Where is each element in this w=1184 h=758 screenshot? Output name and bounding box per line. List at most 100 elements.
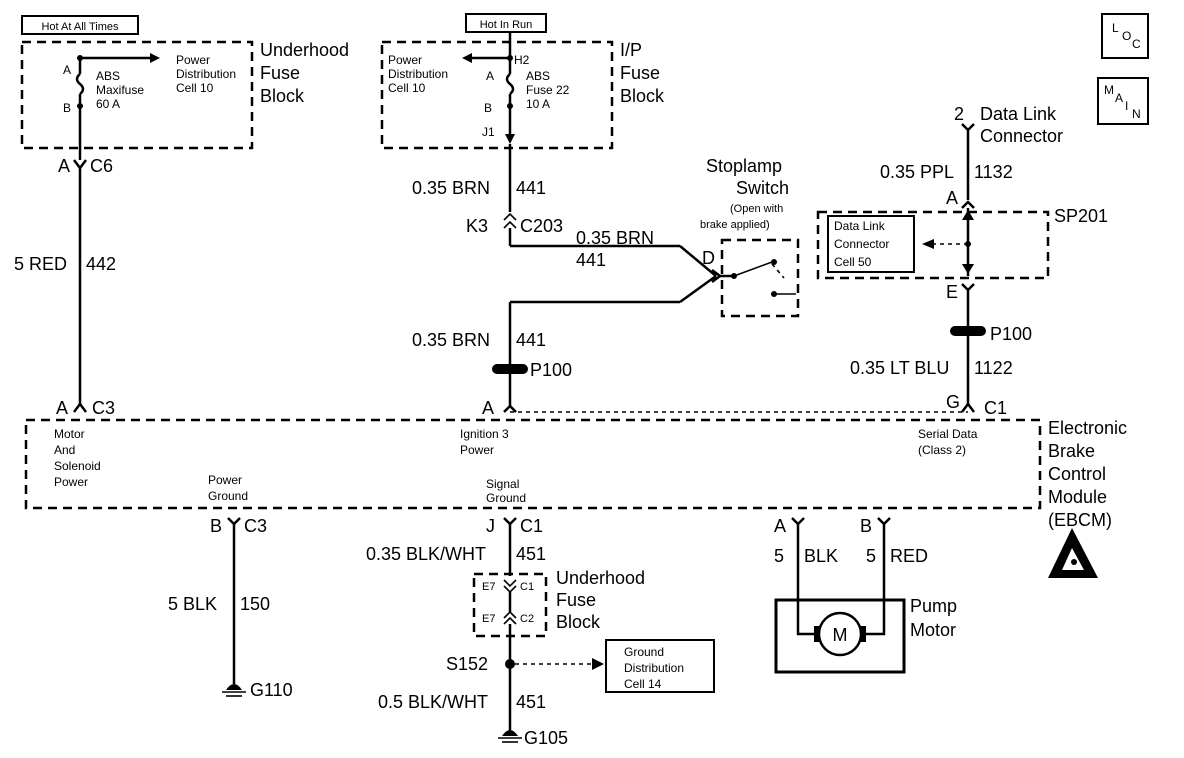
diagram-label: Signal	[486, 477, 519, 491]
diagram-label: A	[63, 63, 71, 77]
connector-icon	[73, 159, 87, 171]
connector-icon	[961, 283, 975, 292]
diagram-label: Power	[460, 443, 494, 457]
diagram-label: 0.35 BRN	[412, 330, 490, 350]
diagram-label: 0.35 BLK/WHT	[366, 544, 486, 564]
diagram-label: (Open with	[730, 203, 783, 215]
diagram-label: 60 A	[96, 97, 120, 111]
diagram-label: Connector	[980, 126, 1063, 146]
diagram-label: Power	[176, 53, 210, 67]
svg-text:O: O	[1122, 29, 1131, 43]
diagram-label: 2	[954, 104, 964, 124]
diagram-label: 0.35 LT BLU	[850, 358, 949, 378]
diagram-label: Distribution	[388, 67, 448, 81]
diagram-label: Switch	[736, 178, 789, 198]
diagram-label: Power	[208, 473, 242, 487]
diagram-label: Distribution	[624, 661, 684, 675]
connector-icon	[961, 200, 975, 209]
diagram-label: 0.35 BRN	[412, 178, 490, 198]
diagram-label: Brake	[1048, 441, 1095, 461]
diagram-label: Power	[54, 475, 88, 489]
diagram-label: G105	[524, 728, 568, 748]
diagram-label: D	[702, 248, 715, 268]
diagram-label: Fuse 22	[526, 83, 570, 97]
connector-icon	[227, 517, 241, 526]
diagram-label: A	[946, 188, 958, 208]
switch-icon	[733, 261, 773, 277]
connector-icon	[73, 401, 87, 413]
diagram-label: Cell 14	[624, 677, 662, 691]
diagram-label: 441	[516, 330, 546, 350]
diagram-label: Ignition 3	[460, 427, 509, 441]
diagram-label: Motor	[54, 427, 85, 441]
diagram-label: C6	[90, 156, 113, 176]
diagram-label: Ground	[486, 491, 526, 505]
pump-motor: A B 5 BLK 5 RED M Pump Motor	[774, 516, 957, 674]
diagram-label: ABS	[96, 69, 120, 83]
diagram-label: Underhood	[556, 568, 645, 588]
ip-fuse-block: I/P Fuse Block H2 A B J1 ABS Fuse 22 10 …	[380, 32, 665, 212]
diagram-label: H2	[514, 53, 530, 67]
connector-icon	[961, 123, 975, 132]
p100-connector-icon	[492, 364, 528, 374]
diagram-label: 0.35 PPL	[880, 162, 954, 182]
hot-at-all-times-badge: Hot At All Times	[21, 15, 139, 35]
ground-icon	[222, 684, 246, 697]
diagram-label: Block	[620, 86, 665, 106]
diagram-label: Hot In Run	[480, 19, 533, 31]
diagram-label: Maxifuse	[96, 83, 144, 97]
svg-text:L: L	[1112, 21, 1119, 35]
diagram-label: 5	[774, 546, 784, 566]
diagram-label: B	[210, 516, 222, 536]
diagram-label: Control	[1048, 464, 1106, 484]
diagram-label: C1	[520, 516, 543, 536]
diagram-label: Hot At All Times	[41, 21, 119, 33]
svg-text:N: N	[1132, 107, 1141, 121]
diagram-label: G	[946, 392, 960, 412]
p100-connector-icon	[950, 326, 986, 336]
diagram-label: Fuse	[260, 63, 300, 83]
diagram-label: S152	[446, 654, 488, 674]
diagram-label: B	[63, 101, 71, 115]
fuse-icon	[505, 73, 515, 95]
stoplamp-switch: Stoplamp Switch (Open with brake applied…	[700, 156, 800, 318]
diagram-label: brake applied)	[700, 219, 770, 231]
ground-icon	[498, 730, 522, 743]
diagram-label: Underhood	[260, 40, 349, 60]
diagram-label: Cell 10	[388, 81, 426, 95]
diagram-label: 5	[866, 546, 876, 566]
diagram-label: 441	[516, 178, 546, 198]
wire-442: A C6 5 RED 442 A C3	[14, 156, 116, 418]
diagram-label: 0.35 BRN	[576, 228, 654, 248]
diagram-label: Distribution	[176, 67, 236, 81]
diagram-label: 0.5 BLK/WHT	[378, 692, 488, 712]
diagram-label: 442	[86, 254, 116, 274]
diagram-label: 150	[240, 594, 270, 614]
diagram-label: E	[946, 282, 958, 302]
diagram-label: (Class 2)	[918, 443, 966, 457]
diagram-label: I/P	[620, 40, 642, 60]
diagram-label: 451	[516, 692, 546, 712]
diagram-label: A	[58, 156, 70, 176]
diagram-label: 1122	[974, 358, 1013, 378]
diagram-label: 441	[576, 250, 606, 270]
diagram-label: C3	[92, 398, 115, 418]
diagram-label: Motor	[910, 620, 956, 640]
diagram-label: J1	[482, 125, 495, 139]
svg-text:I: I	[1125, 99, 1128, 113]
diagram-label: (EBCM)	[1048, 510, 1112, 530]
connector-icon	[503, 212, 517, 229]
esd-warning-icon	[1048, 528, 1098, 578]
ebcm-module: Electronic Brake Control Module (EBCM) M…	[24, 418, 1127, 530]
connector-icon	[791, 517, 805, 526]
diagram-label: Electronic	[1048, 418, 1127, 438]
connector-icon	[503, 579, 517, 594]
diagram-label: SP201	[1054, 206, 1108, 226]
diagram-label: And	[54, 443, 75, 457]
connector-icon	[503, 610, 517, 625]
svg-text:C: C	[1132, 37, 1141, 51]
diagram-label: Cell 10	[176, 81, 214, 95]
diagram-label: A	[486, 69, 494, 83]
diagram-label: Fuse	[556, 590, 596, 610]
